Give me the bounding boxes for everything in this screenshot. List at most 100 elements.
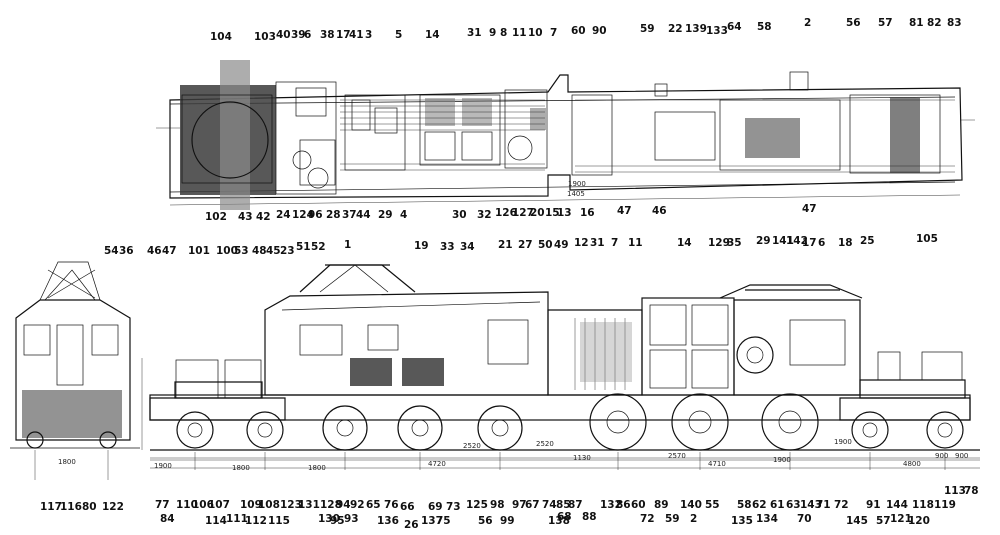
part-number-label: 55 — [705, 499, 720, 511]
part-number-label: 76 — [384, 499, 399, 511]
dimension-label: 1900 — [834, 438, 852, 446]
part-number-label: 80 — [82, 501, 97, 513]
part-number-label: 136 — [377, 515, 399, 527]
part-number-label: 106 — [192, 499, 214, 511]
part-number-label: 28 — [326, 209, 341, 221]
part-number-label: 47 — [802, 203, 817, 215]
part-number-label: 59 — [665, 513, 680, 525]
part-number-label: 138 — [548, 515, 570, 527]
part-number-label: 84 — [160, 513, 175, 525]
part-number-label: 117 — [40, 501, 62, 513]
part-number-label: 74 — [542, 499, 557, 511]
part-number-label: 122 — [102, 501, 124, 513]
dimension-label: 4720 — [428, 460, 446, 468]
part-number-label: 72 — [640, 513, 655, 525]
part-number-label: 29 — [756, 235, 771, 247]
part-number-label: 19 — [414, 240, 429, 252]
part-number-label: 121 — [890, 513, 912, 525]
part-number-label: 14 — [677, 237, 692, 249]
part-number-label: 87 — [568, 499, 583, 511]
part-number-label: 135 — [731, 515, 753, 527]
part-number-label: 70 — [797, 513, 812, 525]
part-number-label: 47 — [162, 245, 177, 257]
part-number-label: 96 — [308, 209, 323, 221]
part-number-label: 50 — [538, 239, 553, 251]
part-number-label: 99 — [500, 515, 515, 527]
part-number-label: 94 — [336, 499, 351, 511]
part-number-label: 5 — [395, 29, 402, 41]
part-number-label: 16 — [580, 207, 595, 219]
part-number-label: 100 — [216, 245, 238, 257]
part-number-label: 45 — [266, 245, 281, 257]
part-number-label: 63 — [786, 499, 801, 511]
part-number-label: 33 — [440, 241, 455, 253]
part-number-label: 3 — [365, 29, 372, 41]
part-number-label: 68 — [557, 511, 572, 523]
part-number-label: 111 — [226, 513, 248, 525]
part-number-label: 125 — [466, 499, 488, 511]
part-number-label: 51 — [296, 241, 311, 253]
part-number-label: 85 — [556, 499, 571, 511]
part-number-label: 129 — [708, 237, 730, 249]
dimension-label: 1800 — [308, 464, 326, 472]
dimension-label: 1800 — [232, 464, 250, 472]
part-number-label: 57 — [878, 17, 893, 29]
part-number-label: 21 — [498, 239, 513, 251]
part-number-label: 89 — [654, 499, 669, 511]
part-number-label: 59 — [640, 23, 655, 35]
part-number-label: 61 — [770, 499, 785, 511]
part-number-label: 79 — [0, 0, 15, 3]
part-number-label: 81 — [909, 17, 924, 29]
part-number-label: 101 — [188, 245, 210, 257]
dimension-label: 4800 — [903, 460, 921, 468]
part-number-label: 83 — [947, 17, 962, 29]
part-number-label: 32 — [477, 209, 492, 221]
dimension-label: 2520 — [536, 440, 554, 448]
dimension-label: 4710 — [708, 460, 726, 468]
part-number-label: 92 — [350, 499, 365, 511]
part-number-label: 91 — [866, 499, 881, 511]
part-number-label: 69 — [428, 501, 443, 513]
part-number-label: 8 — [500, 27, 507, 39]
part-number-label: 2 — [690, 513, 697, 525]
part-number-label: 7 — [611, 237, 618, 249]
part-number-label: 103 — [254, 31, 276, 43]
part-number-label: 115 — [268, 515, 290, 527]
part-number-label: 27 — [518, 239, 533, 251]
part-number-label: 108 — [258, 499, 280, 511]
part-number-label: 12 — [574, 237, 589, 249]
part-number-label: 141 — [772, 235, 794, 247]
part-number-label: 116 — [60, 501, 82, 513]
part-number-label: 71 — [816, 499, 831, 511]
part-number-label: 60 — [571, 25, 586, 37]
part-number-label: 40 — [276, 29, 291, 41]
part-number-label: 34 — [460, 241, 475, 253]
part-number-label: 65 — [366, 499, 381, 511]
part-number-label: 2 — [804, 17, 811, 29]
part-number-label: 29 — [378, 209, 393, 221]
part-number-label: 6 — [304, 29, 311, 41]
part-number-label: 39 — [291, 29, 306, 41]
part-number-label: 107 — [208, 499, 230, 511]
part-number-label: 75 — [436, 515, 451, 527]
part-number-label: 145 — [846, 515, 868, 527]
part-number-label: 64 — [727, 21, 742, 33]
part-number-label: 73 — [446, 501, 461, 513]
part-number-label: 143 — [800, 499, 822, 511]
part-number-label: 49 — [554, 239, 569, 251]
part-number-label: 57 — [876, 515, 891, 527]
part-number-label: 30 — [452, 209, 467, 221]
part-number-label: 58 — [757, 21, 772, 33]
part-number-label: 140 — [680, 499, 702, 511]
part-number-label: 48 — [252, 245, 267, 257]
part-number-label: 41 — [349, 29, 364, 41]
part-number-label: 18 — [838, 237, 853, 249]
part-number-label: 6 — [818, 237, 825, 249]
part-number-label: 35 — [727, 237, 742, 249]
part-number-label: 22 — [668, 23, 683, 35]
part-number-label: 13 — [557, 207, 572, 219]
part-number-label: 54 — [104, 245, 119, 257]
